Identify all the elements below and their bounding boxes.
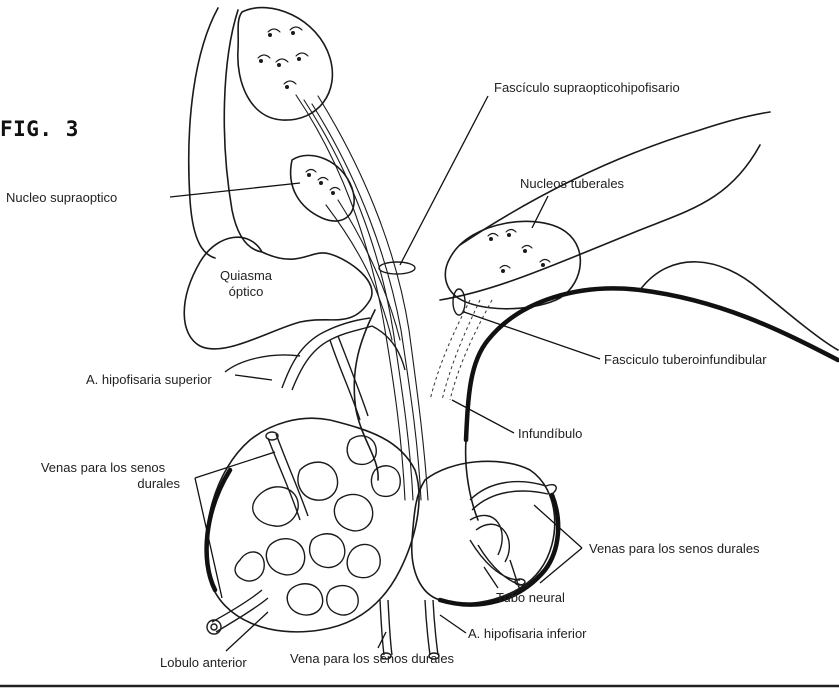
label-a-hipofisaria-superior: A. hipofisaria superior [86,372,212,388]
label-fasciculo-supraopticohipofisario: Fascículo supraopticohipofisario [494,80,680,96]
label-venas-izq: Venas para los senos durales [18,460,188,491]
stalk-left-wall [354,310,378,480]
label-nucleo-supraoptico: Nucleo supraoptico [6,190,117,206]
right-brain-contour [640,262,838,350]
anterior-lobe [206,418,419,632]
paraventricular-neurons [258,27,308,89]
superior-hypophyseal-artery [225,318,405,420]
label-infundibulo: Infundíbulo [518,426,582,442]
hypothalamus-wall [189,8,218,258]
tuberal-ring [453,289,465,315]
label-a-hipofisaria-inferior: A. hipofisaria inferior [468,626,587,642]
label-fasciculo-tuberoinfundibular: Fasciculo tuberoinfundibular [604,352,767,368]
leader-fasciculo-tubero [464,312,600,359]
third-ventricle-wall [224,10,262,252]
leader-lobulo-anterior [226,612,268,651]
leader-a-hip-superior [235,375,272,380]
figure-label: FIG. 3 [0,117,79,141]
tuberal-neurons [488,230,550,274]
leader-fasciculo-supraoptico [400,96,488,265]
stalk-right-wall [466,440,478,520]
label-quiasma-line2: óptico [210,284,282,300]
leader-a-hip-inferior [440,615,466,633]
label-lobulo-anterior: Lobulo anterior [160,655,247,671]
leader-infundibulo [452,400,514,433]
label-nucleos-tuberales: Nucleos tuberales [520,176,624,192]
label-vena-senos-durales: Vena para los senos durales [290,651,454,667]
tuber-cinereum [440,145,760,300]
left-dural-veins [266,432,308,520]
label-venas-izq-line1: Venas para los senos [18,460,188,476]
label-venas-der: Venas para los senos durales [589,541,760,557]
anterior-lobe-contour [207,470,230,590]
label-quiasma-line1: Quiasma [210,268,282,284]
label-venas-izq-line2: durales [18,476,188,492]
label-tubo-neural: Tubo neural [496,590,565,606]
supraoptic-neurons [306,170,340,196]
label-quiasma-optico: Quiasma óptico [210,268,282,299]
paraventricular-nucleus [238,8,333,121]
left-lower-vessel [207,590,268,634]
